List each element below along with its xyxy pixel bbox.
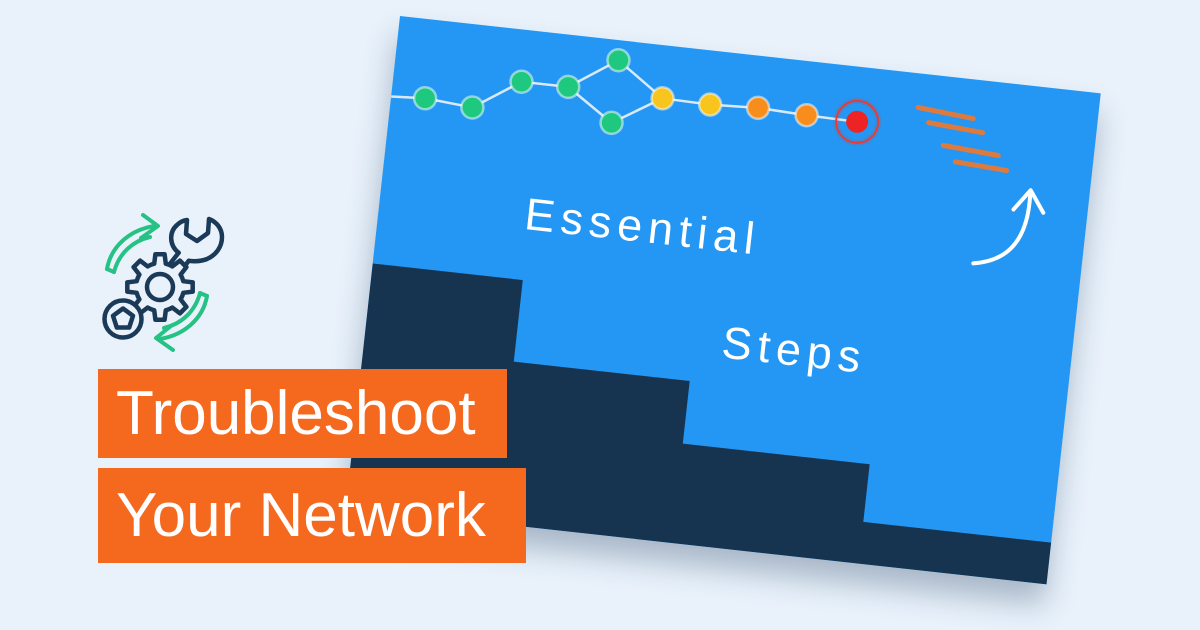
title-badge-line2: Your Network bbox=[98, 468, 526, 563]
title-badge-line2-label: Your Network bbox=[116, 480, 486, 550]
title-badge-line1: Troubleshoot bbox=[98, 369, 507, 458]
title-badge-line1-label: Troubleshoot bbox=[116, 378, 476, 448]
gear-icon bbox=[125, 252, 195, 322]
bolt-icon bbox=[102, 298, 144, 340]
gear-wrench-icon bbox=[102, 213, 225, 352]
curved-arrow-icon bbox=[971, 188, 1046, 266]
sync-arrows-icon bbox=[105, 213, 209, 352]
network-diagram bbox=[391, 47, 882, 146]
speed-lines-icon bbox=[915, 104, 1010, 174]
